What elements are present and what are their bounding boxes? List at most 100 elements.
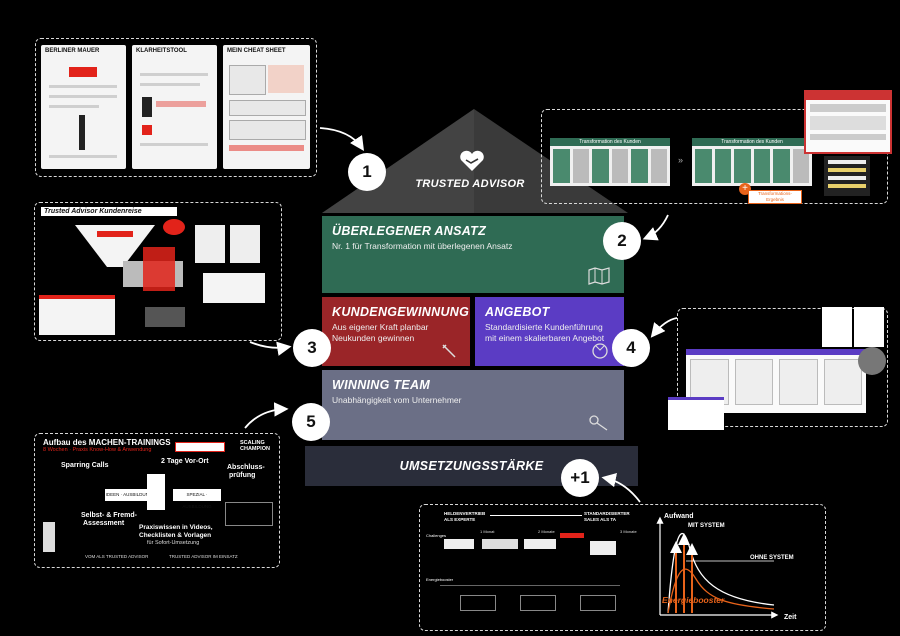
magnet-icon bbox=[442, 344, 456, 358]
acquisition-title: KUNDENGEWINNUNG bbox=[332, 305, 470, 319]
mini-chart bbox=[824, 156, 870, 196]
label-abschluss: Abschluss- bbox=[227, 464, 265, 471]
with-system-label: MIT SYSTEM bbox=[688, 523, 725, 529]
team-title: WINNING TEAM bbox=[332, 378, 431, 392]
training-title: Aufbau des MACHEN-TRAININGS bbox=[43, 438, 171, 447]
journey-box bbox=[145, 307, 185, 327]
label-praxis: Praxiswissen in Videos, bbox=[139, 524, 213, 531]
training-tag bbox=[175, 442, 225, 452]
sales-card bbox=[482, 539, 518, 549]
doc-cheat-sheet[interactable]: MEIN CHEAT SHEET bbox=[223, 45, 310, 169]
map-icon bbox=[588, 267, 610, 285]
offer-subtitle-2: mit einem skalierbaren Angebot bbox=[485, 333, 605, 343]
team-subtitle: Unabhängigkeit vom Unternehmer bbox=[332, 395, 462, 405]
transformation-left: Transformation des Kunden bbox=[550, 138, 670, 186]
training-end-2: TRUSTED ADVISOR IM EINSATZ bbox=[169, 554, 238, 559]
badge-4: 4 bbox=[612, 329, 650, 367]
booster-box bbox=[580, 595, 616, 611]
acquisition-subtitle-1: Aus eigener Kraft planbar bbox=[332, 322, 429, 332]
timeline bbox=[440, 585, 620, 586]
label-praxis-2: Checklisten & Vorlagen bbox=[139, 532, 212, 539]
slide-screenshot bbox=[804, 90, 892, 154]
funnel bbox=[75, 225, 155, 267]
heart-handshake-icon bbox=[460, 150, 484, 171]
scaling-champion-logo: SCALING CHAMPION bbox=[240, 440, 270, 452]
key-icon bbox=[589, 415, 608, 431]
doc-title: KLARHEITSTOOL bbox=[136, 48, 187, 54]
acquisition-band: KUNDENGEWINNUNG Aus eigener Kraft planba… bbox=[322, 297, 470, 366]
panel-transformation: Transformation des Kunden » Transformati… bbox=[541, 90, 892, 204]
result-badge: Transformations- Ergebnis bbox=[748, 190, 802, 204]
sales-card bbox=[590, 541, 616, 555]
training-subtitle: 8 Wochen · Praxis Know-How & Anwendung bbox=[43, 447, 152, 453]
panel-offer bbox=[668, 307, 888, 430]
doc-title: MEIN CHEAT SHEET bbox=[227, 48, 286, 54]
panel-training: Aufbau des MACHEN-TRAININGS 8 Wochen · P… bbox=[34, 433, 280, 568]
roof-title: TRUSTED ADVISOR bbox=[415, 178, 525, 190]
sales-head-left-1: HELDENVERTRIEB bbox=[444, 511, 486, 516]
booster-label: Energiebooster bbox=[662, 595, 725, 605]
y-label: Aufwand bbox=[664, 513, 694, 520]
month-1: 1 Monat bbox=[480, 529, 495, 534]
doc-berliner-mauer[interactable]: BERLINER MAUER bbox=[41, 45, 126, 169]
acquisition-subtitle-2: Neukunden gewinnen bbox=[332, 333, 415, 343]
without-system-label: OHNE SYSTEM bbox=[750, 555, 794, 561]
row-challenges: Challenges bbox=[426, 533, 447, 538]
month-2: 2 Monate bbox=[538, 529, 555, 534]
label-pruefung: prüfung bbox=[229, 472, 256, 479]
journey-funnel-2 bbox=[39, 295, 115, 335]
training-pillar bbox=[147, 474, 165, 510]
offer-subtitle-1: Standardisierte Kundenführung bbox=[485, 322, 603, 332]
approach-title: ÜBERLEGENER ANSATZ bbox=[332, 224, 487, 238]
approach-subtitle: Nr. 1 für Transformation mit überlegenen… bbox=[332, 241, 513, 251]
sales-arrow bbox=[490, 515, 582, 516]
transformation-right-header: Transformation des Kunden bbox=[692, 138, 812, 146]
journey-title: Trusted Advisor Kundenreise bbox=[41, 207, 177, 216]
sales-tag bbox=[560, 533, 584, 538]
panel-customer-journey: Trusted Advisor Kundenreise bbox=[34, 202, 282, 341]
badge-2: 2 bbox=[603, 222, 641, 260]
label-assessment: Assessment bbox=[83, 520, 125, 527]
doc-klarheitstool[interactable]: KLARHEITSTOOL bbox=[132, 45, 217, 169]
result-badge-line-1: Transformations- bbox=[758, 191, 792, 196]
team-band: WINNING TEAM Unabhängigkeit vom Unterneh… bbox=[322, 370, 624, 440]
label-praxis-3: für Sofort-Umsetzung bbox=[147, 540, 200, 546]
sales-head-right-2: SALES ALS TA bbox=[584, 517, 617, 522]
sales-head-left-2: ALS EXPERTE bbox=[444, 517, 476, 522]
foundation-title: UMSETZUNGSSTÄRKE bbox=[399, 459, 544, 473]
logo-line-1: SCALING bbox=[240, 440, 265, 446]
journey-red-card bbox=[143, 247, 175, 291]
transformation-left-header: Transformation des Kunden bbox=[550, 138, 670, 146]
panel-tools: BERLINER MAUER KLARHEITSTOOL MEIN CHEAT … bbox=[35, 38, 317, 177]
chevron-right-icon: » bbox=[678, 155, 684, 165]
x-label: Zeit bbox=[784, 614, 797, 621]
offer-small-screen bbox=[668, 397, 724, 430]
journey-graph bbox=[203, 273, 265, 303]
avatar bbox=[858, 347, 886, 375]
badge-6: +1 bbox=[561, 459, 599, 497]
sales-head-right-1: STANDARDISIERTER bbox=[584, 511, 630, 516]
label-live: 2 Tage Vor-Ort bbox=[161, 458, 209, 465]
offer-title: ANGEBOT bbox=[485, 305, 550, 319]
offer-board bbox=[686, 349, 866, 413]
booster-box bbox=[460, 595, 496, 611]
training-step-2: SPEZIAL · AUSBILDUNG bbox=[173, 489, 221, 509]
figure-icon bbox=[43, 522, 55, 552]
red-dot bbox=[163, 219, 185, 235]
booster-box bbox=[520, 595, 556, 611]
logo-line-2: CHAMPION bbox=[240, 446, 270, 452]
training-end-1: VOM ALS TRUSTED ADVISOR bbox=[85, 554, 149, 559]
row-energiebooster: Energiebooster bbox=[426, 577, 454, 582]
doc-title: BERLINER MAUER bbox=[45, 48, 100, 54]
sales-card bbox=[524, 539, 556, 549]
month-3: 3 Monate bbox=[620, 529, 637, 534]
label-selbst: Selbst- & Fremd- bbox=[81, 512, 138, 519]
gift-icon bbox=[592, 343, 608, 359]
transformation-right: Transformation des Kunden bbox=[692, 138, 812, 186]
sales-card bbox=[444, 539, 474, 549]
training-box bbox=[225, 502, 273, 526]
offer-doc-a bbox=[822, 307, 852, 347]
offer-band: ANGEBOT Standardisierte Kundenführung mi… bbox=[475, 297, 624, 366]
panel-implementation: HELDENVERTRIEB ALS EXPERTE STANDARDISIER… bbox=[419, 504, 826, 631]
